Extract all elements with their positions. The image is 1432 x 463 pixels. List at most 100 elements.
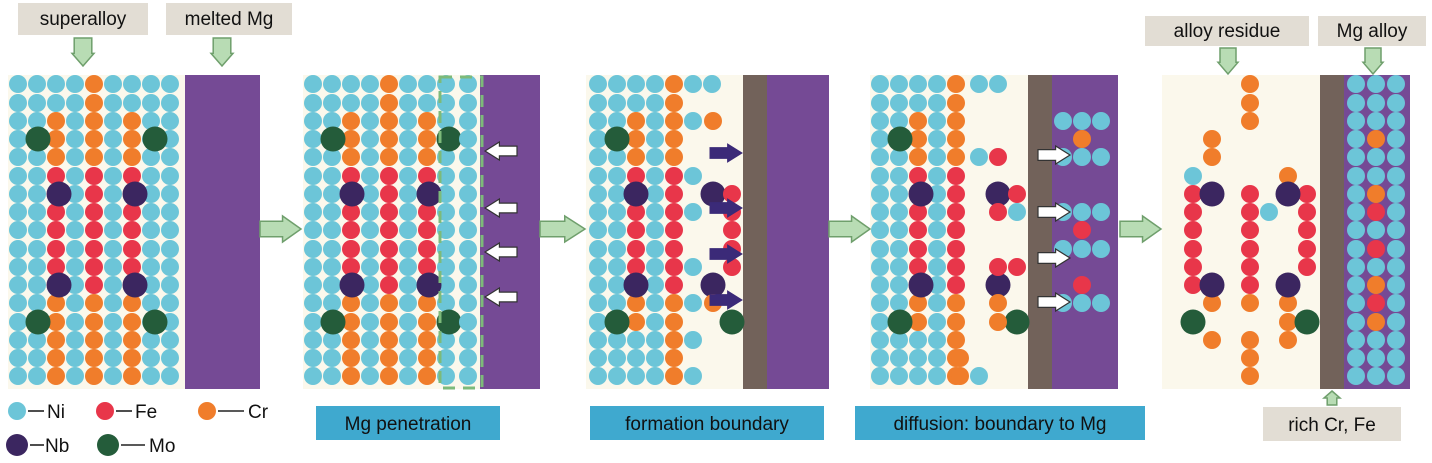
ni-atom [66, 75, 84, 93]
ni-atom [1092, 112, 1110, 130]
ni-atom [608, 167, 626, 185]
ni-atom [1387, 94, 1405, 112]
cr-atom [1241, 75, 1259, 93]
ni-atom [1367, 167, 1385, 185]
ni-atom [928, 148, 946, 166]
fe-atom [342, 221, 360, 239]
right-arrow-icon [828, 214, 872, 244]
nb-atom [46, 181, 72, 207]
ni-atom [646, 313, 664, 331]
cr-atom [1241, 94, 1259, 112]
cr-atom [665, 367, 683, 385]
cr-atom [342, 349, 360, 367]
ni-atom [1073, 148, 1091, 166]
mo-atom [320, 309, 346, 335]
fe-atom [665, 203, 683, 221]
ni-atom [890, 112, 908, 130]
fe-atom [85, 221, 103, 239]
ni-atom [909, 367, 927, 385]
ni-atom [142, 294, 160, 312]
ni-atom [890, 148, 908, 166]
ni-atom [361, 349, 379, 367]
ni-atom [871, 367, 889, 385]
mo-atom [887, 126, 913, 152]
ni-atom [104, 167, 122, 185]
ni-atom [1054, 112, 1072, 130]
fe-atom [123, 240, 141, 258]
ni-atom [684, 294, 702, 312]
ni-atom [608, 367, 626, 385]
ni-atom [684, 367, 702, 385]
ni-atom [1184, 167, 1202, 185]
ni-atom [928, 75, 946, 93]
cr-atom [1241, 367, 1259, 385]
ni-atom [342, 94, 360, 112]
cr-atom [380, 94, 398, 112]
fe-atom [947, 185, 965, 203]
ni-atom [9, 112, 27, 130]
ni-atom [28, 94, 46, 112]
fe-atom [909, 258, 927, 276]
ni-atom [9, 258, 27, 276]
ni-atom [28, 367, 46, 385]
ni-atom [304, 276, 322, 294]
ni-atom [928, 112, 946, 130]
ni-atom [1367, 258, 1385, 276]
ni-atom [589, 331, 607, 349]
cr-atom [1241, 112, 1259, 130]
ni-atom [646, 221, 664, 239]
ni-atom [459, 294, 477, 312]
fe-atom [1367, 240, 1385, 258]
fe-atom [1298, 258, 1316, 276]
legend-mo-label: Mo [149, 436, 175, 457]
mo-atom [719, 309, 745, 335]
ni-atom [871, 167, 889, 185]
ni-atom [871, 75, 889, 93]
cr-atom [947, 94, 965, 112]
fe-atom [1298, 203, 1316, 221]
ni-atom [871, 221, 889, 239]
ni-atom [9, 276, 27, 294]
ni-atom [161, 367, 179, 385]
cr-atom [665, 349, 683, 367]
ni-atom [28, 148, 46, 166]
ni-atom [1008, 203, 1026, 221]
fe-atom [665, 185, 683, 203]
ni-atom [304, 94, 322, 112]
legend-ni-swatch [8, 402, 26, 420]
ni-atom [66, 349, 84, 367]
ni-atom [928, 349, 946, 367]
ni-atom [928, 313, 946, 331]
ni-atom [323, 185, 341, 203]
nb-atom [339, 272, 365, 298]
ni-atom [304, 112, 322, 130]
fe-atom [627, 221, 645, 239]
ni-atom [871, 349, 889, 367]
ni-atom [66, 367, 84, 385]
ni-atom [928, 167, 946, 185]
cr-atom [1279, 313, 1297, 331]
ni-atom [66, 112, 84, 130]
ni-atom [323, 294, 341, 312]
fe-atom [1241, 240, 1259, 258]
cr-atom [1367, 313, 1385, 331]
fe-atom [85, 203, 103, 221]
cr-atom [47, 148, 65, 166]
cr-atom [123, 112, 141, 130]
ni-atom [161, 94, 179, 112]
fe-atom [85, 258, 103, 276]
fe-atom [1073, 276, 1091, 294]
cr-atom [1241, 349, 1259, 367]
rich-cr-fe-label-box [1263, 407, 1401, 441]
cr-atom [380, 331, 398, 349]
ni-atom [871, 331, 889, 349]
fe-atom [665, 167, 683, 185]
ni-atom [890, 167, 908, 185]
ni-atom [608, 258, 626, 276]
ni-atom [28, 240, 46, 258]
ni-atom [608, 221, 626, 239]
mo-atom [604, 126, 630, 152]
ni-atom [9, 185, 27, 203]
ni-atom [28, 294, 46, 312]
